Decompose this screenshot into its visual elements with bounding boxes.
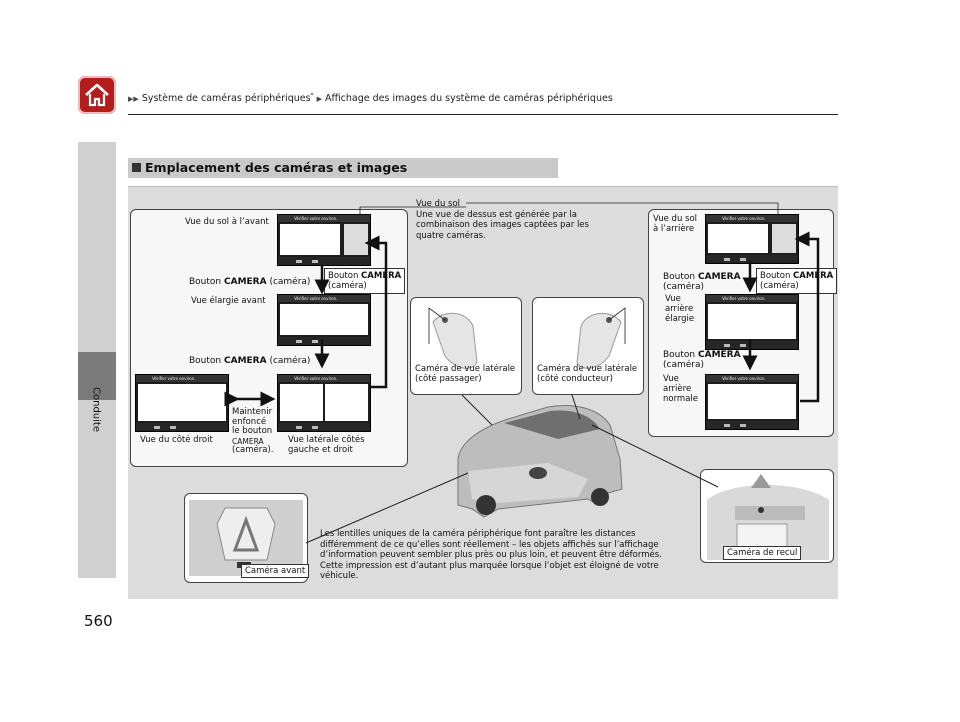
callout-camera-return-front: Bouton CAMERA (caméra)	[324, 268, 406, 294]
label-ground-front: Vue du sol à l’avant	[185, 217, 269, 227]
label-rear-button-1: Bouton CAMERA(caméra)	[663, 272, 741, 292]
front-views-panel: Vue du sol à l’avant Bouton CAMERA (camé…	[130, 209, 408, 467]
home-icon	[85, 83, 109, 107]
header-rule	[128, 114, 838, 115]
triangle-arrow-icon: ▶▶	[128, 95, 139, 104]
camera-illustration: Vue du sol à l’avant Bouton CAMERA (camé…	[128, 186, 838, 599]
screen-wide-front: Vérifier votre environ.	[277, 294, 371, 346]
side-mirror-left-icon	[428, 307, 478, 369]
screen-header: Vérifier votre environ.	[136, 375, 228, 382]
label-passenger-camera: Caméra de vue latérale(côté passager)	[415, 364, 516, 384]
triangle-arrow-icon: ▶	[316, 95, 322, 104]
mirror-driver-panel: Caméra de vue latérale(côté conducteur)	[532, 297, 644, 395]
chapter-sidebar	[78, 142, 116, 578]
chapter-tab-active[interactable]	[78, 352, 116, 400]
front-grille-icon	[189, 500, 303, 576]
label-right-side: Vue du côté droit	[140, 435, 213, 445]
asterisk: *	[310, 92, 314, 99]
label-camera-button-2: Bouton CAMERA (caméra)	[189, 356, 311, 366]
label-camera-button-1: Bouton CAMERA (caméra)	[189, 277, 311, 287]
screen-ground-front: Vérifier votre environ.	[277, 214, 371, 266]
label-driver-camera: Caméra de vue latérale(côté conducteur)	[537, 364, 638, 384]
screen-header: Vérifier votre environ.	[706, 215, 798, 222]
screen-header: Vérifier votre environ.	[278, 375, 370, 382]
lens-note: Les lentilles uniques de la caméra périp…	[320, 529, 662, 581]
screen-wide-rear: Vérifier votre environ.	[705, 294, 799, 350]
screen-both-sides: Vérifier votre environ.	[277, 374, 371, 432]
breadcrumb-link-surround-camera[interactable]: Système de caméras périphériques	[141, 93, 311, 105]
section-title: Emplacement des caméras et images	[145, 160, 408, 175]
screen-header: Vérifier votre environ.	[278, 295, 370, 302]
label-rear-camera: Caméra de recul	[723, 546, 802, 560]
screen-normal-rear: Vérifier votre environ.	[705, 374, 799, 430]
screen-header: Vérifier votre environ.	[706, 375, 798, 382]
screen-header: Vérifier votre environ.	[706, 295, 798, 302]
chapter-label-text: Conduite	[90, 387, 102, 432]
connector-lines	[224, 202, 820, 544]
suv-car-icon	[457, 405, 623, 518]
screen-header: Vérifier votre environ.	[278, 215, 370, 222]
front-camera-panel: Caméra avant	[184, 493, 310, 583]
callout-camera-return-rear: Bouton CAMERA (caméra)	[756, 268, 838, 294]
side-mirror-right-icon	[576, 307, 626, 369]
breadcrumb-current: Affichage des images du système de camér…	[325, 93, 613, 105]
screen-ground-rear: Vérifier votre environ.	[705, 214, 799, 264]
square-bullet-icon	[132, 163, 141, 172]
breadcrumb: ▶▶ Système de caméras périphériques* ▶ A…	[128, 92, 613, 104]
label-front-camera: Caméra avant	[241, 564, 310, 578]
screen-right-side: Vérifier votre environ.	[135, 374, 229, 432]
rear-camera-panel: Caméra de recul	[700, 469, 834, 563]
page-number: 560	[84, 612, 113, 630]
mirror-passenger-panel: Caméra de vue latérale(côté passager)	[410, 297, 522, 395]
ground-view-description: Vue du sol Une vue de dessus est générée…	[416, 199, 589, 241]
home-button[interactable]	[78, 76, 116, 114]
chapter-label: Conduite	[84, 382, 110, 442]
label-rear-button-2: Bouton CAMERA(caméra)	[663, 350, 741, 370]
section-heading: Emplacement des caméras et images	[128, 158, 558, 178]
label-wide-front: Vue élargie avant	[191, 296, 266, 306]
